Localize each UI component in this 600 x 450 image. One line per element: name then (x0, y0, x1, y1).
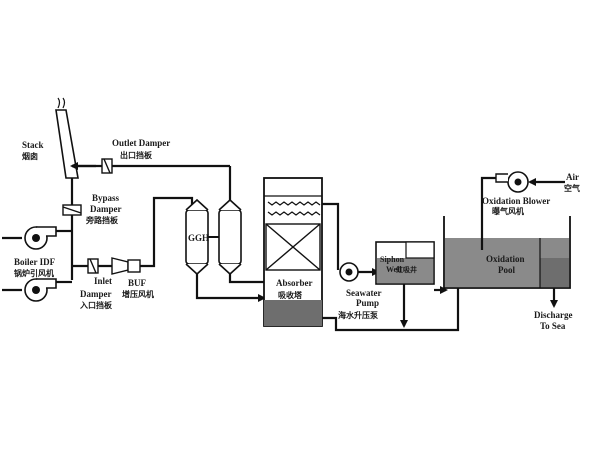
absorber-to-ggh-duct (228, 274, 264, 284)
siphon-well-label-1: Siphon (380, 255, 405, 264)
bypass-damper-label-2: Damper (90, 204, 122, 214)
oxidation-blower-label-cn: 曝气风机 (492, 206, 524, 216)
oxidation-pool-label-2: Pool (498, 265, 515, 275)
siphon-well-label-cn: 虹吸井 (396, 265, 417, 274)
stack-label-cn: 烟囱 (22, 151, 38, 161)
siphon-well (375, 241, 435, 285)
absorber-effluent-line (322, 288, 460, 332)
bypass-damper (62, 204, 82, 216)
discharge-label-1: Discharge (534, 310, 573, 320)
absorber-tower (263, 177, 323, 327)
boiler-idf-label: Boiler IDF (14, 257, 56, 267)
boiler-idf-fan-2 (2, 278, 57, 302)
outlet-damper (101, 158, 113, 174)
seawater-pump-label-2: Pump (356, 298, 379, 308)
absorber-seawater-feed (322, 202, 340, 270)
bypass-damper-label-1: Bypass (92, 193, 120, 203)
seawater-pump-label-cn: 海水升压泵 (338, 310, 378, 320)
siphon-well-label-2: Well (386, 265, 402, 274)
blower-to-pool-line (480, 176, 496, 250)
stack (55, 97, 79, 179)
outlet-damper-label-cn: 出口挡板 (120, 150, 153, 160)
ggh-to-absorber-duct (195, 274, 266, 302)
bypass-damper-label-cn: 旁路挡板 (85, 215, 119, 225)
seawater-pump (339, 262, 359, 282)
buf-to-ggh-duct (140, 196, 194, 268)
boiler-idf-fan-1 (2, 226, 57, 250)
inlet-damper-label-cn: 入口挡板 (79, 300, 113, 310)
seawater-pump-label-1: Seawater (346, 288, 382, 298)
inlet-damper-label-1: Inlet (94, 276, 112, 286)
absorber-label-cn: 吸收塔 (278, 290, 303, 300)
absorber-label: Absorber (276, 278, 313, 288)
ggh-label: GGH (188, 233, 209, 243)
ggh-heat-exchanger (185, 198, 242, 276)
oxidation-pool (443, 216, 571, 289)
oxidation-pool-label-1: Oxidation (486, 254, 525, 264)
buf-label: BUF (128, 278, 147, 288)
buf-label-cn: 增压风机 (122, 289, 154, 299)
inlet-damper (87, 258, 99, 274)
buf-fan (111, 257, 141, 275)
boiler-idf-label-cn: 锅炉引风机 (13, 268, 54, 278)
discharge-label-2: To Sea (540, 321, 566, 331)
air-label: Air (566, 172, 579, 182)
stack-label: Stack (22, 140, 44, 150)
oxidation-blower-label: Oxidation Blower (482, 196, 550, 206)
air-label-cn: 空气 (564, 183, 580, 193)
outlet-damper-label: Outlet Damper (112, 138, 170, 148)
oxidation-blower (495, 171, 529, 193)
inlet-damper-label-2: Damper (80, 289, 112, 299)
